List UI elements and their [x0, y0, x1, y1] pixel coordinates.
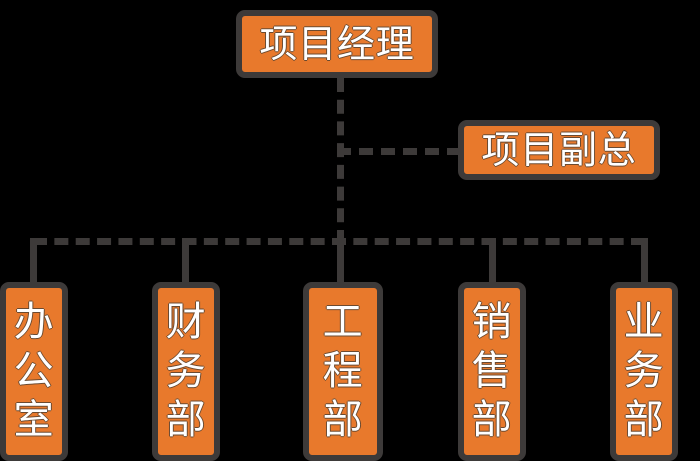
connector-deputy-branch — [337, 148, 461, 155]
node-office-label: 办 公 室 — [13, 299, 55, 443]
node-sales[interactable]: 销 售 部 — [458, 282, 526, 461]
connector-drop-finance — [182, 238, 189, 284]
connector-drop-office — [30, 238, 37, 284]
node-office[interactable]: 办 公 室 — [0, 282, 68, 461]
node-sales-label: 销 售 部 — [471, 299, 513, 443]
node-engineering[interactable]: 工 程 部 — [303, 282, 383, 461]
node-project-manager[interactable]: 项目经理 — [236, 10, 438, 78]
node-finance[interactable]: 财 务 部 — [152, 282, 220, 461]
connector-drop-sales — [489, 238, 496, 284]
connector-root-stem — [337, 78, 344, 244]
node-deputy-director[interactable]: 项目副总 — [458, 120, 660, 180]
connector-drop-business — [641, 238, 648, 284]
node-finance-label: 财 务 部 — [165, 299, 207, 443]
node-project-manager-label: 项目经理 — [259, 22, 415, 66]
node-business[interactable]: 业 务 部 — [610, 282, 678, 461]
node-engineering-label: 工 程 部 — [322, 299, 364, 443]
connector-drop-engineering — [337, 238, 344, 284]
node-business-label: 业 务 部 — [623, 299, 665, 443]
node-deputy-director-label: 项目副总 — [481, 128, 637, 172]
